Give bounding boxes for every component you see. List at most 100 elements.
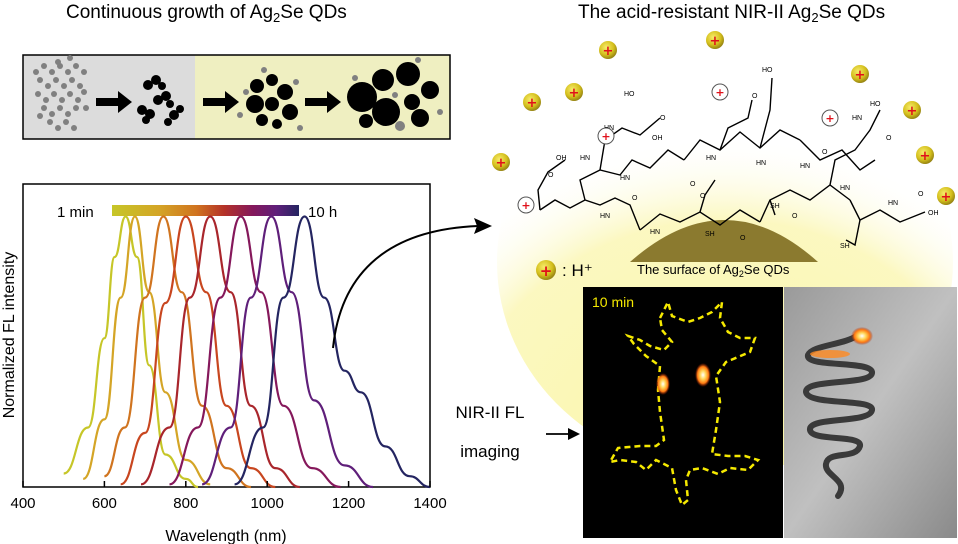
proton-ball: [851, 65, 869, 83]
bound-proton-plus: +: [715, 86, 724, 99]
spectrum-line-4: [120, 215, 276, 489]
precursor-dot: [61, 83, 67, 89]
colorbar-end-label: 10 h: [308, 204, 337, 221]
svg-text:O: O: [752, 93, 758, 100]
svg-text:HN: HN: [800, 163, 810, 170]
precursor-dot: [73, 63, 79, 69]
proton-ball: [565, 83, 583, 101]
imaging-label-line2: imaging: [460, 442, 520, 461]
intestine-hotspot-top: [851, 327, 873, 345]
bound-proton: [821, 109, 839, 127]
legend-plus-sign: +: [540, 262, 553, 280]
x-tick-label: 1000: [251, 495, 284, 512]
svg-text:OH: OH: [652, 135, 663, 142]
proton-ball: [599, 41, 617, 59]
spectrum-line-2: [82, 215, 211, 486]
svg-text:O: O: [690, 181, 696, 188]
precursor-dot: [65, 111, 71, 117]
svg-text:O: O: [632, 195, 638, 202]
proton-plus: +: [855, 68, 866, 83]
precursor-dot: [37, 113, 43, 119]
svg-text:OH: OH: [928, 210, 939, 217]
intestine-shape: [803, 332, 875, 499]
svg-text:O: O: [822, 149, 828, 156]
medium-particles: [237, 67, 303, 131]
svg-text:HN: HN: [650, 229, 660, 236]
precursor-dot: [69, 77, 75, 83]
large-particles: [347, 57, 443, 131]
svg-text:HO: HO: [762, 67, 773, 74]
precursor-dot: [55, 125, 61, 131]
proton-plus: +: [710, 34, 721, 49]
x-axis-label: Wavelength (nm): [165, 528, 286, 544]
svg-text:HN: HN: [840, 185, 850, 192]
precursor-dots: [33, 55, 89, 131]
svg-text:OH: OH: [556, 155, 567, 162]
precursor-dot: [55, 59, 61, 65]
spectrum-line-7: [201, 215, 374, 489]
svg-text:O: O: [792, 213, 798, 220]
proton-ball: [903, 101, 921, 119]
bound-protons: + + + +: [517, 83, 839, 214]
precursor-dot: [59, 97, 65, 103]
free-protons: + + + + + + + + +: [492, 31, 955, 205]
growth-panel-border: [22, 54, 451, 140]
qd-surface: [630, 220, 818, 262]
left-panel-title: Continuous growth of Ag2Se QDs: [66, 2, 347, 25]
spectrum-line-6: [169, 215, 341, 489]
svg-text:O: O: [548, 172, 554, 179]
proton-plus: +: [907, 104, 918, 119]
proton-plus: +: [569, 86, 580, 101]
proton-ball: [492, 153, 510, 171]
curved-arrow-head: [474, 218, 492, 234]
intestine-hotspot-band: [810, 350, 850, 358]
precursor-dot: [43, 97, 49, 103]
svg-text:O: O: [700, 193, 706, 200]
bound-proton-plus: +: [521, 199, 530, 212]
svg-text:HO: HO: [870, 101, 881, 108]
svg-text:HN: HN: [756, 160, 766, 167]
precursor-dot: [37, 77, 43, 83]
precursor-dot: [65, 69, 71, 75]
time-colorbar: [112, 205, 299, 216]
right-panel-title: The acid-resistant NIR-II Ag2Se QDs: [578, 2, 886, 25]
svg-text:O: O: [740, 235, 746, 242]
proton-plus: +: [603, 44, 614, 59]
svg-text:O: O: [660, 115, 666, 122]
x-tick-label: 800: [173, 495, 198, 512]
precursor-dot: [71, 125, 77, 131]
svg-text:HO: HO: [624, 91, 635, 98]
bound-proton-plus: +: [825, 112, 834, 125]
precursor-dot: [49, 111, 55, 117]
precursor-dot: [53, 77, 59, 83]
svg-text:O: O: [918, 191, 924, 198]
proton-ball: [916, 146, 934, 164]
svg-text:HN: HN: [888, 200, 898, 207]
x-tick-label: 1400: [413, 495, 446, 512]
precursor-dot: [81, 69, 87, 75]
x-tick-label: 1200: [332, 495, 365, 512]
svg-text:SH: SH: [705, 231, 715, 238]
precursor-dot: [63, 119, 69, 125]
proton-plus: +: [920, 149, 931, 164]
growth-arrows: [96, 91, 341, 113]
precursor-dot: [67, 55, 73, 61]
fl-hotspot-right: [695, 363, 711, 387]
y-axis-label: Normalized FL intensity: [1, 252, 18, 419]
precursor-dot: [45, 83, 51, 89]
proton-plus: +: [527, 96, 538, 111]
x-tick-label: 600: [92, 495, 117, 512]
imaging-time-label: 10 min: [592, 294, 634, 310]
precursor-dot: [51, 91, 57, 97]
svg-text:HN: HN: [852, 115, 862, 122]
precursor-dot: [35, 91, 41, 97]
fl-hotspot-left: [656, 373, 670, 395]
curved-arrow-line: [332, 225, 479, 349]
precursor-dot: [41, 63, 47, 69]
svg-text:HN: HN: [706, 155, 716, 162]
